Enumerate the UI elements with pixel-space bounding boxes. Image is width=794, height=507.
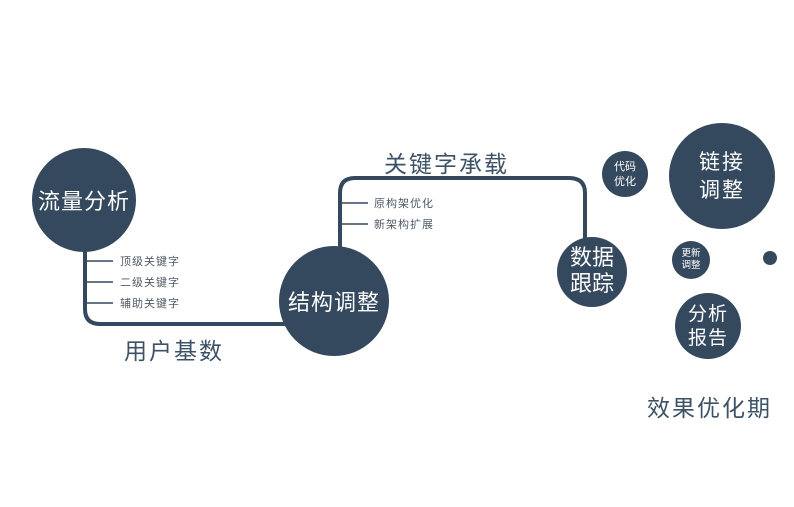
node-structure-adjustment-label: 结构调整 xyxy=(287,291,380,316)
decorative-dot xyxy=(763,251,777,265)
node-analysis-report-line2: 报告 xyxy=(687,327,728,349)
node-data-tracking-line2: 跟踪 xyxy=(569,272,614,297)
node-update-adjustment-label: 更新 调整 xyxy=(681,248,700,272)
branch-label-auxiliary-keywords: 辅助关键字 xyxy=(120,297,180,310)
node-data-tracking: 数据 跟踪 xyxy=(557,237,627,307)
node-analysis-report-label: 分析 报告 xyxy=(688,302,728,350)
node-update-adjustment-line1: 更新 xyxy=(681,248,701,259)
node-link-adjustment-label: 链接 调整 xyxy=(699,148,745,204)
node-update-adjustment-line2: 调整 xyxy=(681,260,701,271)
node-code-optimization: 代码 优化 xyxy=(602,151,648,197)
node-structure-adjustment: 结构调整 xyxy=(279,246,389,356)
node-data-tracking-line1: 数据 xyxy=(569,246,614,271)
branch-label-top-keywords: 顶级关键字 xyxy=(120,255,180,268)
branch-label-original-architecture-optimization: 原构架优化 xyxy=(374,197,434,210)
connector-structure-to-data xyxy=(338,176,587,247)
node-update-adjustment: 更新 调整 xyxy=(672,241,710,279)
edge-label-keyword-bearing: 关键字承载 xyxy=(384,152,509,178)
node-analysis-report-line1: 分析 xyxy=(687,303,728,325)
node-link-adjustment: 链接 调整 xyxy=(669,123,775,229)
node-link-adjustment-line2: 调整 xyxy=(699,178,745,202)
node-code-optimization-line1: 代码 xyxy=(614,160,636,173)
node-code-optimization-line2: 优化 xyxy=(614,175,636,188)
node-link-adjustment-line1: 链接 xyxy=(699,150,745,174)
node-analysis-report: 分析 报告 xyxy=(675,293,741,359)
edge-label-effect-optimization-period: 效果优化期 xyxy=(647,396,772,422)
edge-label-user-base: 用户基数 xyxy=(124,339,224,365)
node-code-optimization-label: 代码 优化 xyxy=(614,159,636,189)
branch-label-new-architecture-expansion: 新架构扩展 xyxy=(374,218,434,231)
node-traffic-analysis: 流量分析 xyxy=(32,148,136,252)
connector-traffic-to-structure xyxy=(83,248,291,326)
node-traffic-analysis-label: 流量分析 xyxy=(37,190,130,215)
branch-label-secondary-keywords: 二级关键字 xyxy=(120,276,180,289)
node-data-tracking-label: 数据 跟踪 xyxy=(570,246,614,298)
